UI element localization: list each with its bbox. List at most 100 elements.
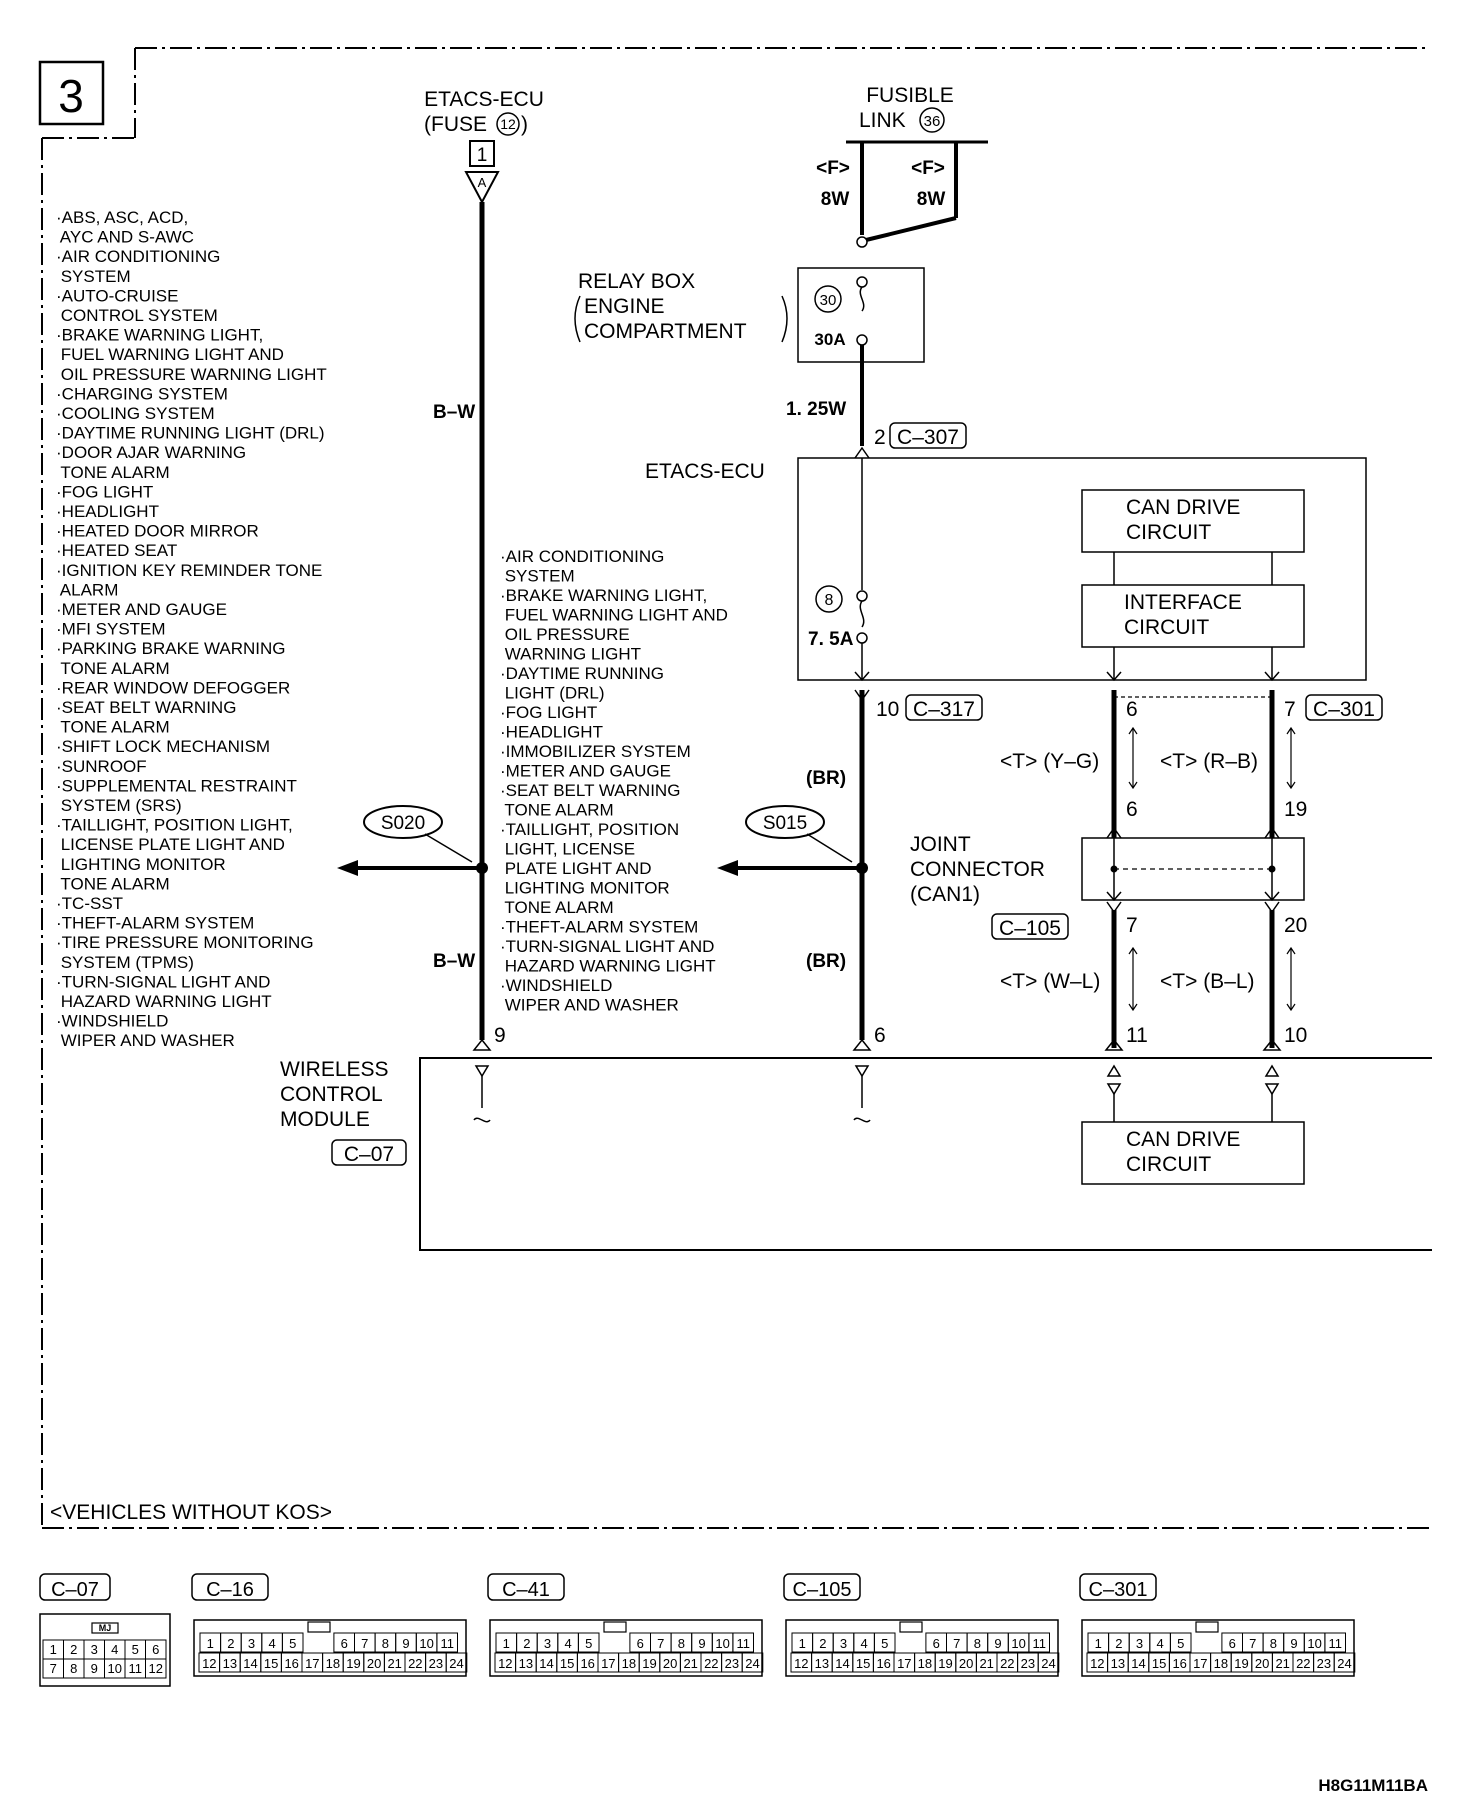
connector-pin-number: 7 [953,1636,960,1651]
can-upper-left-label: <T> (Y–G) [1000,750,1099,773]
system-list-item: ·DOOR AJAR WARNING [56,443,246,462]
connector-pin-number: 19 [346,1656,360,1671]
connector-pin-number: 4 [564,1636,571,1651]
module-pin-11: 11 [1126,1024,1148,1047]
connector-pin-number: 13 [1111,1656,1125,1671]
connector-tag-box [39,1573,111,1601]
s020-leader [424,833,473,863]
jc-out-arrows [1106,901,1280,914]
connector-pin-number: 20 [1255,1656,1269,1671]
system-list-item: ·TC-SST [56,894,123,913]
connector-pin-number: 10 [1011,1636,1025,1651]
fusible-link-subtitle: LINK [859,109,906,132]
system-list-item: ·SEAT BELT WARNING [500,781,680,800]
fusible-right-wire: 8W [917,189,946,210]
connector-pin-number: 21 [979,1656,993,1671]
connector-pin-number: 23 [1317,1656,1331,1671]
system-list-item: TONE ALARM [56,718,170,737]
system-list-item: ·COOLING SYSTEM [56,404,215,423]
s020-branch-arrow [337,860,358,876]
connector-pin-number: 23 [725,1656,739,1671]
joint-connector-box [1081,837,1305,901]
conn-c105-box [991,913,1069,940]
s015-leader [806,833,853,863]
system-list-item: ALARM [56,580,118,599]
interface-out-arrows [1106,647,1280,682]
can-arrow-up-a [1104,1038,1124,1051]
connector-pin-number: 9 [402,1636,409,1651]
connector-pin-number: 15 [856,1656,870,1671]
connector-pin-number: 6 [933,1636,940,1651]
system-list-item: SYSTEM [500,567,575,586]
module-line1: WIRELESS [280,1058,389,1081]
system-list-item: SYSTEM (SRS) [56,796,182,815]
system-list-item: ·SEAT BELT WARNING [56,698,236,717]
etacs-ecu-title: ETACS-ECU [645,460,765,483]
connector-pin-number: 2 [70,1642,77,1657]
jc-pin-19: 19 [1284,798,1307,821]
connector-pin-number: 22 [408,1656,422,1671]
system-list-item: ·HEADLIGHT [56,502,159,521]
connector-tag-label: C–16 [206,1579,254,1601]
system-list-item: ·IGNITION KEY REMINDER TONE [56,561,322,580]
system-list-item: WARNING LIGHT [500,645,641,664]
system-list-item: ·THEFT-ALARM SYSTEM [56,914,254,933]
system-list-item: ·BRAKE WARNING LIGHT, [56,326,263,345]
module-pin-10: 10 [1284,1024,1307,1047]
connector-pin-number: 16 [284,1656,298,1671]
connector-tag-label: C–301 [1089,1579,1148,1601]
conn-c317-label: C–317 [913,698,975,721]
connector-pin-number: 15 [264,1656,278,1671]
s015-branch-arrow [717,860,738,876]
connector-pin-cell [577,1632,600,1653]
system-list-item: ·TAILLIGHT, POSITION LIGHT, [56,816,293,835]
system-list-item: HAZARD WARNING LIGHT [56,992,272,1011]
module-can-drive-box [1081,1121,1305,1185]
fusible-left-wire: 8W [821,189,850,210]
splice-s020-label: S020 [381,813,425,834]
connector-pin-number: 8 [678,1636,685,1651]
etacs-fuse-subtitle: (FUSE 12 ) [424,112,528,136]
relay-box-title: RELAY BOX [578,270,695,293]
conn-c07-box [331,1139,407,1166]
system-list-item: ·MFI SYSTEM [56,620,166,639]
middle-systems-list: ·AIR CONDITIONING SYSTEM·BRAKE WARNING L… [500,547,728,1015]
system-list-item: ·THEFT-ALARM SYSTEM [500,918,698,937]
connector-pin-number: 8 [974,1636,981,1651]
system-list-item: OIL PRESSURE [500,625,630,644]
system-list-item: ·WINDSHIELD [500,976,612,995]
connector-pin-number: 2 [1115,1636,1122,1651]
connector-pin-number: 7 [50,1661,57,1676]
jc-node-a [1110,865,1118,873]
connector-pin-number: 12 [794,1656,808,1671]
br-arrow-top [854,689,870,702]
connector-pin-number: 3 [1136,1636,1143,1651]
connector-pin-number: 11 [1328,1636,1342,1651]
system-list-item: ·SUPPLEMENTAL RESTRAINT [56,776,297,795]
etacs-fuse-8-number: 8 [825,592,834,609]
system-list-item: ·FOG LIGHT [500,703,597,722]
system-list-item: ·METER AND GAUGE [500,762,671,781]
connector-pin-number: 14 [1131,1656,1145,1671]
system-list-item: TONE ALARM [56,463,170,482]
connector-pin-number: 23 [429,1656,443,1671]
connector-pin-number: 4 [111,1642,118,1657]
connector-pin-cell [1324,1632,1347,1653]
relay-fuse-30-circle [814,285,842,313]
connector-tag-label: C–41 [502,1579,550,1601]
system-list-item: ·CHARGING SYSTEM [56,384,228,403]
relay-fuse-30-number: 30 [820,292,837,309]
system-list-item: ·SUNROOF [56,757,147,776]
connector-a-marker [464,171,500,205]
connector-pin-number: 12 [498,1656,512,1671]
system-list-item: AYC AND S-AWC [56,228,194,247]
fusible-link-36-circle [919,107,945,133]
connector-pin-number: 22 [1296,1656,1310,1671]
connector-tag-box [191,1573,269,1601]
connector-pin-number: 24 [1337,1656,1351,1671]
fusible-right-diag [865,216,957,242]
br-label-top: (BR) [806,768,846,789]
connector-pin-number: 13 [815,1656,829,1671]
system-list-item: LIGHT, LICENSE [500,840,635,859]
connector-pin-cell [1169,1632,1192,1653]
